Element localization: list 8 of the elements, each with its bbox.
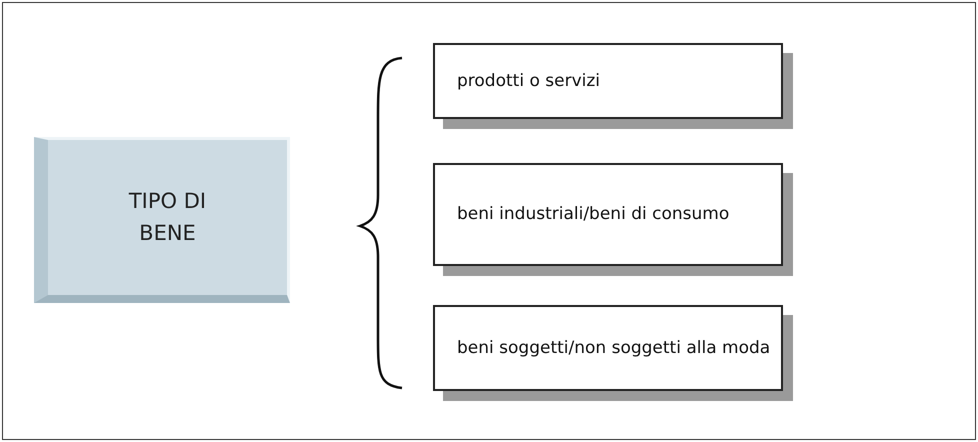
- text-box: [433, 163, 783, 266]
- text-box: [433, 43, 783, 119]
- node-label: TIPO DI BENE: [128, 188, 208, 246]
- node-label: prodotti o servizi: [457, 70, 600, 93]
- node-label: beni soggetti/non soggetti alla moda: [457, 336, 770, 360]
- text-box: [433, 305, 783, 391]
- node-label: beni industriali/beni di consumo: [457, 203, 730, 226]
- block-3d: [34, 137, 290, 303]
